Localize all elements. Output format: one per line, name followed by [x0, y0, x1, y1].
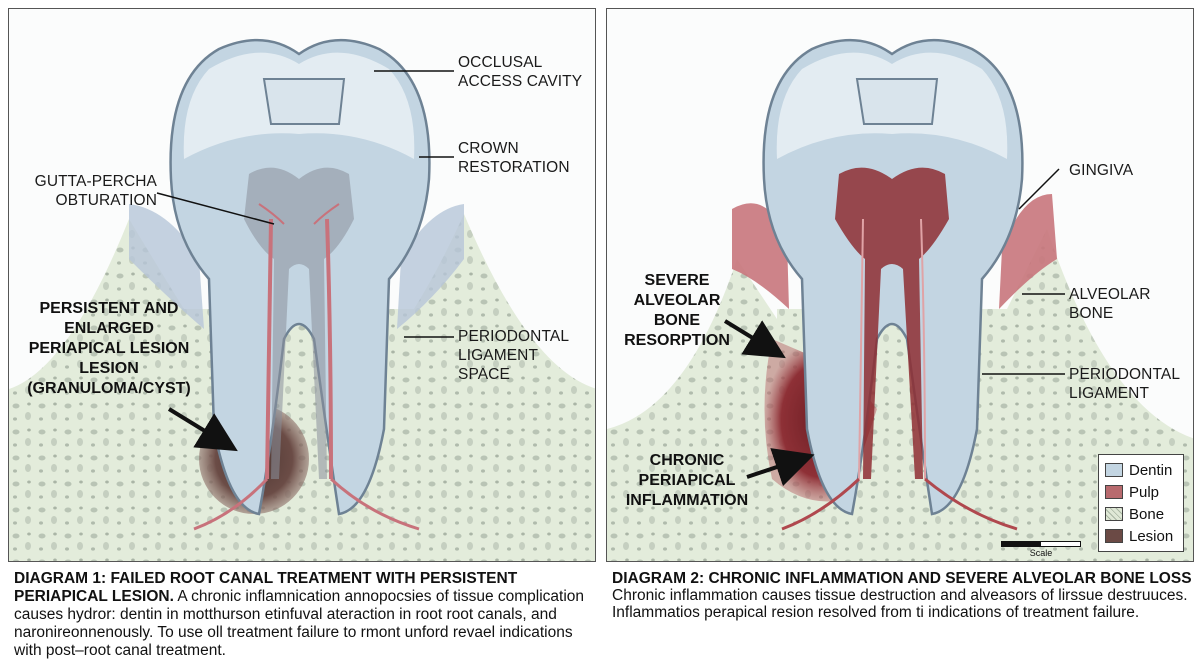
diagram-2-panel: GINGIVA ALVEOLAR BONE PERIODONTAL LIGAME… — [606, 8, 1194, 562]
gutta-percha-label: GUTTA-PERCHA OBTURATION — [34, 173, 157, 209]
periodontal-ligament-space-label: PERIODONTAL LIGAMENT SPACE — [458, 328, 570, 383]
scale-bar: Scale — [1001, 541, 1081, 558]
legend-label: Dentin — [1129, 461, 1173, 479]
gingiva-label: GINGIVA — [1069, 162, 1134, 179]
bone-resorption-label: SEVERE ALVEOLAR BONE RESORPTION — [624, 272, 730, 349]
access-cavity — [262, 78, 346, 125]
legend-label: Lesion — [1129, 527, 1174, 545]
scale-label: Scale — [1029, 548, 1053, 558]
crown-restoration-label: CROWN RESTORATION — [458, 140, 570, 176]
diagram-1-panel: OCCLUSAL ACCESS CAVITY CROWN RESTORATION… — [8, 8, 596, 562]
bone-swatch — [1105, 507, 1123, 521]
periapical-inflammation-label: CHRONIC PERIAPICAL INFLAMMATION — [625, 452, 749, 509]
diagram-1-illustration — [9, 38, 595, 561]
legend-label: Pulp — [1129, 483, 1160, 501]
legend-label: Bone — [1129, 505, 1165, 523]
legend-item-pulp: Pulp — [1105, 481, 1177, 503]
periodontal-ligament-label: PERIODONTAL LIGAMENT — [1069, 366, 1181, 402]
occlusal-access-cavity-label: OCCLUSAL ACCESS CAVITY — [458, 54, 583, 90]
legend-item-dentin: Dentin — [1105, 459, 1177, 481]
legend: Dentin Pulp Bone Lesion — [1098, 454, 1184, 552]
caption-1-body: A chronic inflamnication annopocsies of … — [14, 588, 585, 659]
dentin-swatch — [1105, 463, 1123, 477]
legend-item-bone: Bone — [1105, 503, 1177, 525]
caption-2-body: Chronic inflammation causes tissue destr… — [612, 587, 1188, 621]
alveolar-bone-label: ALVEOLAR BONE — [1069, 286, 1151, 322]
caption-2-title: DIAGRAM 2: CHRONIC INFLAMMATION AND SEVE… — [612, 570, 1192, 587]
scale-line — [1001, 541, 1081, 547]
legend-item-lesion: Lesion — [1105, 525, 1177, 547]
diagram-2-caption: DIAGRAM 2: CHRONIC INFLAMMATION AND SEVE… — [612, 570, 1192, 621]
diagram-1-caption: DIAGRAM 1: FAILED ROOT CANAL TREATMENT W… — [14, 570, 594, 660]
lesion-swatch — [1105, 529, 1123, 543]
caption-1-title: DIAGRAM 1: FAILED ROOT CANAL TREATMENT W… — [14, 570, 518, 605]
pulp-swatch — [1105, 485, 1123, 499]
diagram-2-illustration — [607, 38, 1193, 561]
periapical-lesion-label: PERSISTENT AND ENLARGED PERIAPICAL LESIO… — [27, 300, 191, 397]
